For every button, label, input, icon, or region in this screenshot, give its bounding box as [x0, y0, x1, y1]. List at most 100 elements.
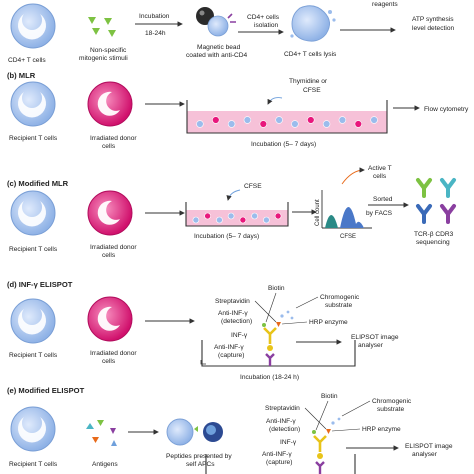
well-cell	[274, 212, 282, 220]
well-cell	[216, 216, 223, 224]
flow-cytometry-label: Flow cytometry	[424, 106, 469, 113]
panel-e-heading: (e) Modified ELISPOT	[7, 386, 85, 395]
inf-label: INF-γ	[231, 332, 248, 339]
well-cell	[204, 212, 211, 220]
chromogenic-label-1: Chromogenic	[320, 294, 360, 301]
well-cell	[192, 216, 200, 224]
isolation-label-2: isolation	[254, 22, 279, 29]
panel-b: (b) MLR Recipient T cells Irradiated don…	[7, 71, 469, 150]
incubation-c-label: Incubation (5– 7 days)	[194, 233, 259, 240]
peptides-label-1: Peptides presented by	[166, 453, 232, 460]
sorted-label-1: Sorted	[373, 196, 393, 203]
reagent-arrow	[267, 97, 283, 105]
donor-cell-icon	[87, 296, 133, 342]
analyser-label-1: ELIPSOT image	[351, 334, 399, 341]
streptavidin-label: Streptavidin	[265, 405, 300, 412]
panel-d: (d) INF-γ ELISPOT Recipient T cells Irra…	[7, 280, 399, 381]
active-label-1: Active T	[368, 165, 392, 172]
biotin-label: Biotin	[321, 393, 338, 400]
analyser-label-2: analyser	[412, 451, 438, 458]
stimuli-label-2: mitogenic stimuli	[79, 55, 128, 62]
recipient-label: Recipient T cells	[9, 246, 58, 253]
recipient-t-cell-icon	[10, 81, 56, 127]
culture-dish-c	[185, 202, 289, 227]
anti-detection-label-2: (detection)	[269, 426, 300, 433]
hrp-pointer	[281, 321, 308, 325]
well-cell	[239, 216, 247, 224]
antigens-label: Antigens	[92, 461, 118, 468]
cfse-arrow	[226, 189, 241, 201]
well-cell	[227, 120, 236, 128]
active-arrow	[341, 167, 365, 185]
donor-cell-icon	[87, 190, 133, 236]
well-cell	[338, 116, 347, 124]
biotin-label: Biotin	[268, 285, 285, 292]
panel-d-heading: (d) INF-γ ELISPOT	[7, 280, 73, 289]
recipient-label: Recipient T cells	[9, 352, 58, 359]
well-cell	[212, 116, 220, 124]
antigens-icon	[86, 420, 117, 446]
cfse-label: CFSE	[244, 183, 262, 190]
active-label-2: cells	[373, 173, 387, 180]
well-cell	[307, 116, 315, 124]
biotin-pointer	[315, 400, 329, 431]
well-cell	[370, 116, 378, 124]
recipient-t-cell-icon	[10, 406, 56, 452]
panel-c: (c) Modified MLR Recipient T cells Irrad…	[7, 165, 456, 259]
panel-a: CD4+ T cells Non-specific mitogenic stim…	[8, 1, 454, 64]
chromogenic-label-2: substrate	[377, 406, 404, 413]
well-cell	[243, 116, 252, 124]
well-cell	[263, 216, 270, 224]
donor-cell-icon	[87, 81, 133, 127]
atp-label-2: level detection	[412, 25, 454, 32]
well-cell	[251, 212, 258, 220]
lysis-label: CD4+ T cells lysis	[284, 51, 337, 58]
sorted-label-2: by FACS	[366, 210, 393, 217]
cell-count-label: Cell count	[315, 199, 321, 226]
bead-label-2: coated with anti-CD4	[186, 52, 248, 59]
tcr-label-2: sequencing	[416, 239, 450, 246]
analyser-label-2: analyser	[358, 342, 384, 349]
donor-label-1: Irradiated donor	[90, 135, 137, 142]
donor-label-2: cells	[102, 358, 116, 365]
incubation-d-label: Incubation (18-24 h)	[240, 374, 299, 381]
stimuli-label-1: Non-specific	[90, 47, 127, 54]
well-cell	[196, 120, 204, 128]
well-cell	[354, 120, 362, 128]
well-cell	[259, 120, 267, 128]
incubation-label: Incubation	[139, 13, 170, 20]
donor-label-1: Irradiated donor	[90, 244, 137, 251]
chromogenic-label-1: Chromogenic	[372, 398, 412, 405]
elispot-well-d	[200, 310, 356, 367]
mitogen-stimuli-icon	[88, 17, 116, 37]
streptavidin-pointer	[304, 407, 327, 430]
well-cell	[291, 120, 299, 128]
recipient-label: Recipient T cells	[9, 461, 58, 468]
tcr-label-1: TCR-β CDR3	[414, 231, 454, 238]
anti-capture-label-1: Anti-INF-γ	[214, 344, 244, 351]
hrp-label: HRP enzyme	[309, 319, 348, 326]
apc-icon	[166, 418, 223, 446]
atp-label-1: ATP synthesis	[412, 16, 454, 23]
anti-capture-label-2: (capture)	[266, 459, 292, 466]
thymidine-label-1: Thymidine or	[289, 78, 328, 85]
well-cell	[227, 212, 235, 220]
chromogenic-pointer	[295, 296, 319, 309]
recipient-label: Recipient T cells	[9, 135, 58, 142]
incubation-time: 18-24h	[145, 30, 166, 37]
inf-label: INF-γ	[280, 439, 297, 446]
cd4-cells-label: CD4+ T cells	[8, 57, 46, 64]
magnetic-bead-icon	[196, 7, 236, 37]
panel-c-heading: (c) Modified MLR	[7, 179, 69, 188]
hrp-label: HRP enzyme	[362, 426, 401, 433]
panel-e: (e) Modified ELISPOT Recipient T cells A…	[7, 386, 453, 474]
biotin-pointer	[265, 292, 277, 323]
bead-label-1: Magnetic bead	[197, 44, 241, 51]
hrp-pointer	[331, 428, 361, 432]
streptavidin-label: Streptavidin	[215, 298, 250, 305]
panel-b-heading: (b) MLR	[7, 71, 36, 80]
donor-label-2: cells	[102, 252, 116, 259]
anti-detection-label-1: Anti-INF-γ	[266, 418, 296, 425]
